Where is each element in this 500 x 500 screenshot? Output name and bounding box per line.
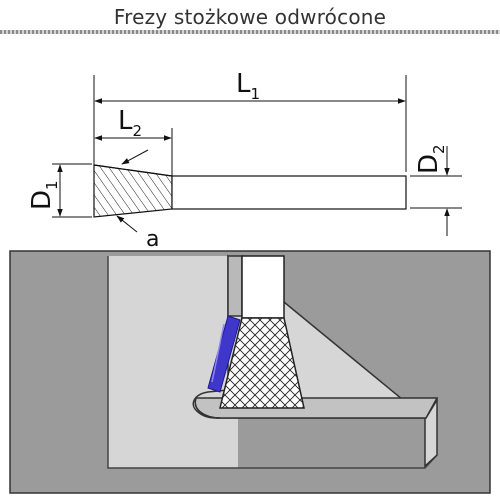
machining-illustration [9, 250, 491, 494]
shank [171, 175, 407, 210]
label-l1: L1 [236, 69, 260, 103]
angle-arrow-top [121, 149, 149, 165]
cutter-head [93, 164, 173, 218]
label-d1: D1 [27, 180, 61, 210]
page-title: Frezy stożkowe odwrócone [113, 5, 387, 29]
technical-drawing: L1 L2 D1 D2 a [27, 69, 462, 252]
tool-cone-knurl [220, 318, 304, 408]
cutter-edge-top [93, 164, 173, 177]
groove-wall [227, 255, 243, 317]
angle-arrow-bottom [116, 215, 138, 233]
label-d2: D2 [414, 144, 448, 174]
title-bar: Frezy stożkowe odwrócone [0, 0, 500, 38]
label-angle-a: a [146, 227, 159, 252]
label-l2: L2 [118, 106, 142, 140]
tool-shank [241, 255, 285, 319]
title-divider [0, 30, 500, 34]
cutting-face-highlight [207, 315, 241, 393]
